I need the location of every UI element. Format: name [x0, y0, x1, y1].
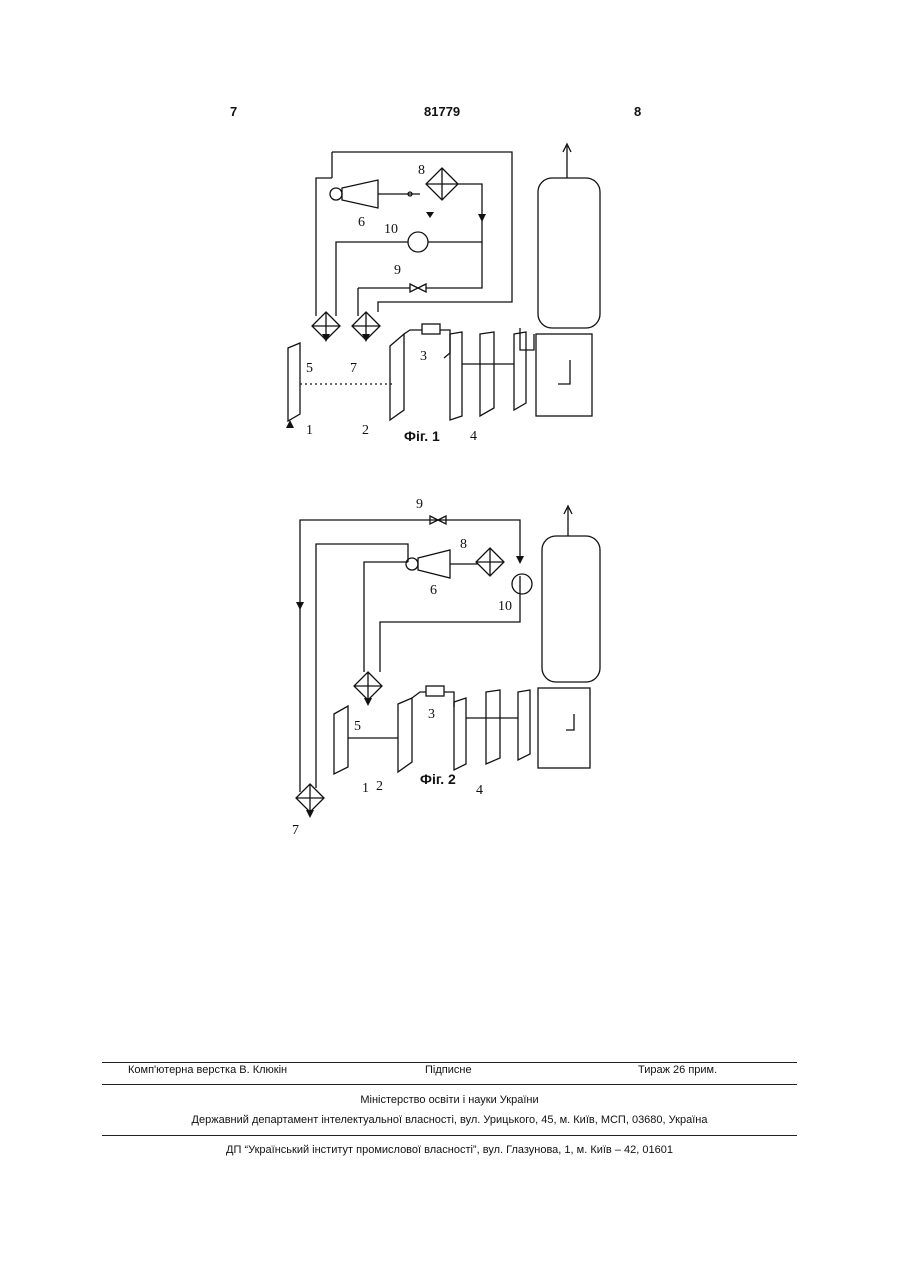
- footer-institute: ДП “Український інститут промислової вла…: [102, 1144, 797, 1156]
- figure-1-diagram: 1 2 3 4 5 7 6 8 9 10 Фіг. 1: [270, 138, 610, 450]
- label-2: 2: [376, 779, 383, 794]
- label-9: 9: [394, 263, 401, 278]
- label-6: 6: [358, 215, 365, 230]
- footer-rule-top: [102, 1062, 797, 1063]
- label-2: 2: [362, 423, 369, 438]
- figure-2-diagram: 1 2 3 4 5 6 7 8 9 10 Фіг. 2: [270, 492, 610, 842]
- label-1: 1: [306, 423, 313, 438]
- footer-ministry: Міністерство освіти і науки України: [102, 1094, 797, 1106]
- label-6: 6: [430, 583, 437, 598]
- footer-circulation: Тираж 26 прим.: [638, 1064, 717, 1076]
- turbine-1: [334, 706, 348, 774]
- footer-department: Державний департамент інтелектуальної вл…: [102, 1114, 797, 1126]
- label-6-7: 7: [350, 361, 357, 376]
- label-8: 8: [418, 163, 425, 178]
- ejector-6-nozzle: [406, 558, 418, 570]
- label-3: 3: [428, 707, 435, 722]
- label-4: 4: [476, 783, 483, 798]
- label-1: 1: [362, 781, 369, 796]
- label-4: 4: [470, 429, 477, 444]
- ejector-6: [342, 180, 378, 208]
- label-9: 9: [416, 497, 423, 512]
- turbine-2: [390, 334, 404, 420]
- ejector-6: [418, 550, 450, 578]
- label-5: 5: [306, 361, 313, 376]
- footer-layout: Комп'ютерна верстка В. Клюкін: [128, 1064, 287, 1076]
- page-number-right: 8: [634, 104, 641, 119]
- label-7: 7: [292, 823, 299, 838]
- separator-vessel: [538, 178, 600, 328]
- patent-number: 81779: [424, 104, 460, 119]
- ejector-6-nozzle: [330, 188, 342, 200]
- separator-vessel: [542, 536, 600, 682]
- generator-3: [426, 686, 444, 696]
- figure-1: 1 2 3 4 5 7 6 8 9 10 Фіг. 1: [270, 138, 610, 450]
- footer-rule-bottom: [102, 1135, 797, 1136]
- generator-3: [422, 324, 440, 334]
- page-number-left: 7: [230, 104, 237, 119]
- pump-10: [408, 232, 428, 252]
- label-10: 10: [384, 222, 398, 237]
- turbine-2: [398, 698, 412, 772]
- label-3: 3: [420, 349, 427, 364]
- label-5: 5: [354, 719, 361, 734]
- figure-1-caption: Фіг. 1: [404, 428, 440, 444]
- label-8: 8: [460, 537, 467, 552]
- turbine-1: [288, 343, 300, 421]
- footer-rule-middle: [102, 1084, 797, 1085]
- footer-signed: Підписне: [425, 1064, 472, 1076]
- label-10: 10: [498, 599, 512, 614]
- pump-10: [512, 574, 532, 594]
- figure-2-caption: Фіг. 2: [420, 771, 456, 787]
- figure-2: 1 2 3 4 5 6 7 8 9 10 Фіг. 2: [270, 492, 610, 842]
